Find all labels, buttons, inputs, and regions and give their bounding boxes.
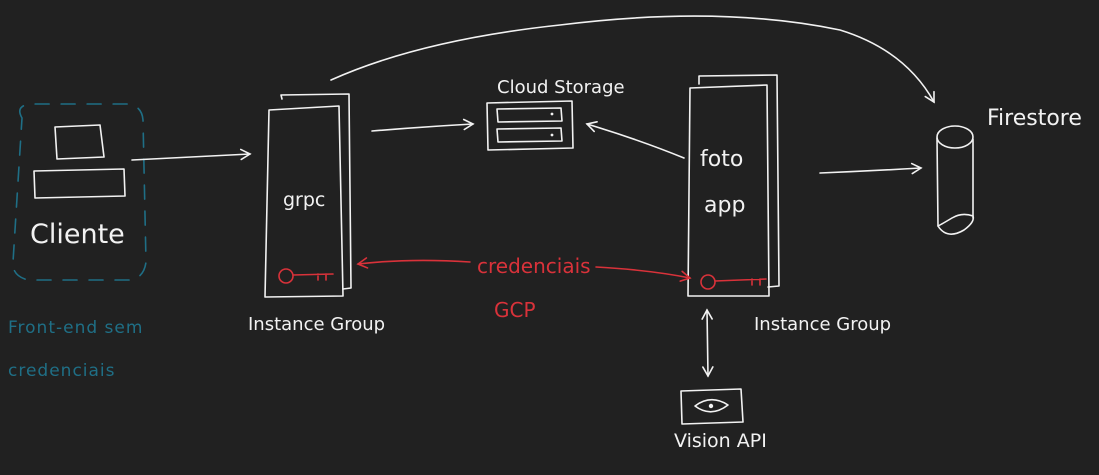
storage-icon <box>486 100 574 151</box>
arrow-fotoapp-to-firestore <box>819 162 923 175</box>
arrow-fotoapp-vision-bidirectional <box>701 308 714 378</box>
fotoapp-front-panel <box>687 84 770 297</box>
grpc-instance-group: grpc Instance Group <box>248 93 385 335</box>
vision-api-node: Vision API <box>674 388 767 452</box>
eye-icon <box>680 388 744 425</box>
arrow-fotoapp-to-storage <box>585 121 685 159</box>
fotoapp-label-line1: foto <box>700 147 743 172</box>
cloud-storage-label: Cloud Storage <box>497 77 625 98</box>
frontend-note-line1: Front-end sem <box>8 318 143 338</box>
fotoapp-label-line2: app <box>704 193 745 218</box>
cliente-node: Cliente <box>12 103 147 281</box>
frontend-dashed-boundary <box>12 103 147 281</box>
credentials-annotation: credenciais GCP <box>356 254 692 322</box>
laptop-icon <box>33 124 126 199</box>
arrow-credentials-to-grpc <box>356 257 471 269</box>
fotoapp-back-panel <box>698 74 780 288</box>
database-cylinder-icon <box>936 125 975 235</box>
grpc-front-panel <box>264 105 344 298</box>
arrow-grpc-to-storage <box>371 118 475 132</box>
credentials-label-line2: GCP <box>494 298 536 322</box>
cliente-label: Cliente <box>30 219 125 250</box>
firestore-node: Firestore <box>936 106 1082 235</box>
cloud-storage-node: Cloud Storage <box>486 77 625 151</box>
frontend-note-line2: credenciais <box>8 361 116 381</box>
firestore-label: Firestore <box>987 106 1082 131</box>
grpc-label: grpc <box>283 189 325 211</box>
key-icon <box>278 268 334 284</box>
arrow-grpc-to-firestore <box>330 15 935 104</box>
grpc-back-panel <box>280 93 352 290</box>
fotoapp-group-label: Instance Group <box>754 314 891 335</box>
key-icon <box>700 274 767 290</box>
credentials-label-line1: credenciais <box>477 254 591 278</box>
fotoapp-instance-group: foto app Instance Group <box>687 74 891 335</box>
arrow-credentials-to-fotoapp <box>595 266 692 282</box>
vision-api-label: Vision API <box>674 430 767 452</box>
grpc-group-label: Instance Group <box>248 314 385 335</box>
arrow-cliente-to-grpc <box>131 148 252 161</box>
